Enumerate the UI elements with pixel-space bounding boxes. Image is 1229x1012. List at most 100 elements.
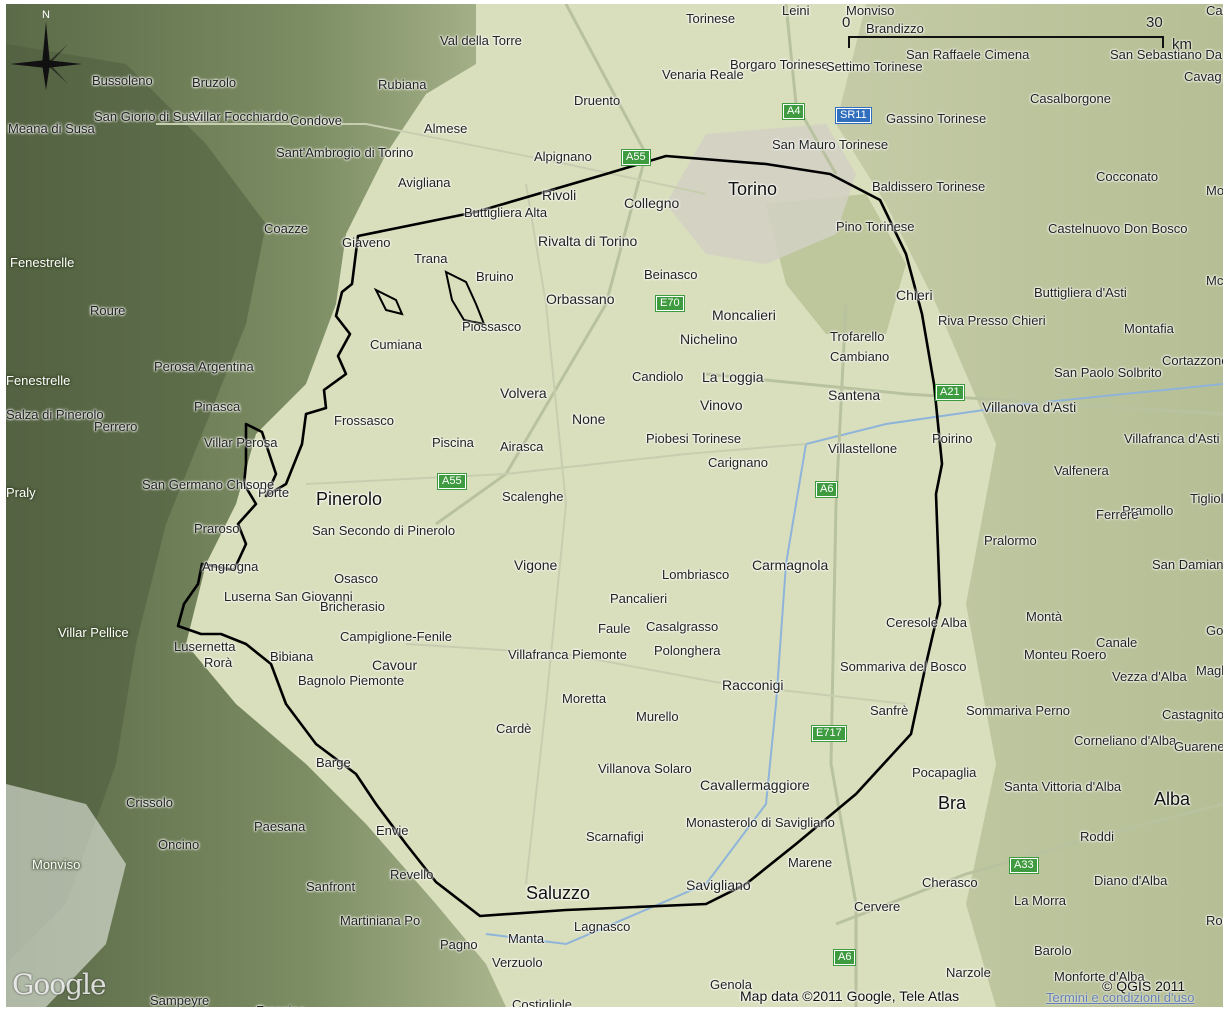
place-label: Pinasca	[194, 399, 241, 414]
road-local-3	[405, 643, 907, 705]
boundary-islet-1	[444, 270, 486, 326]
road-shield-e70: E70	[655, 295, 685, 312]
place-label: Pocapaglia	[912, 765, 977, 780]
place-label: Leini	[782, 4, 810, 18]
place-label: Verzuolo	[492, 955, 543, 970]
road-a33	[835, 802, 1223, 926]
place-label: Luserna San Giovanni	[224, 589, 353, 604]
place-label: Angrogna	[202, 559, 259, 574]
place-label: Porte	[258, 485, 290, 500]
place-label: San Secondo di Pinerolo	[312, 523, 456, 538]
road-shield-a6-south: A6	[832, 949, 857, 966]
place-label: Val della Torre	[440, 33, 522, 48]
place-label: Villar Pellice	[58, 625, 129, 640]
place-label: Barolo	[1034, 943, 1072, 958]
place-label: Settimo Torinese	[826, 59, 923, 74]
place-label: Frassino	[256, 1004, 306, 1008]
road-shield-sr11: SR11	[835, 107, 872, 124]
place-label: Gassino Torinese	[886, 111, 987, 126]
monviso-massif	[6, 784, 126, 1007]
place-label: Ferrere	[1096, 507, 1139, 522]
place-label: Sant'Ambrogio di Torino	[276, 145, 414, 160]
place-label: Martiniana Po	[340, 913, 421, 928]
river-po	[485, 383, 1223, 946]
google-logo: Google	[12, 968, 107, 1001]
place-label: Cervere	[854, 899, 901, 914]
place-label: La Morra	[1014, 893, 1067, 908]
place-label: Bussoleno	[92, 73, 153, 88]
map-attribution: Map data ©2011 Google, Tele Atlas	[740, 988, 960, 1004]
place-label: Baldissero Torinese	[872, 179, 986, 194]
place-label: Lagnasco	[574, 919, 631, 934]
place-label: Racconigi	[722, 677, 784, 693]
place-label: Castelnuovo Don Bosco	[1048, 221, 1188, 236]
place-label: Perrero	[94, 419, 138, 434]
place-label: Scalenghe	[502, 489, 564, 504]
place-label: Sampeyre	[150, 993, 210, 1008]
place-label: Monforte d'Alba	[1054, 969, 1145, 984]
place-label: Cambiano	[830, 349, 890, 364]
place-label: Vinovo	[700, 397, 743, 413]
place-label: Cumiana	[370, 337, 423, 352]
place-label: Druento	[574, 93, 621, 108]
place-label: Vezza d'Alba	[1112, 669, 1187, 684]
place-label: Trofarello	[830, 329, 885, 344]
place-label: La Loggia	[702, 369, 764, 385]
place-label: Meana di Susa	[8, 121, 95, 136]
place-label: Rubiana	[378, 77, 427, 92]
place-label: Cavag	[1184, 69, 1222, 84]
place-label: Poirino	[932, 431, 973, 446]
place-label: Cardè	[496, 721, 532, 736]
road-shield-e717: E717	[811, 725, 847, 742]
place-label: Cherasco	[922, 875, 978, 890]
place-label: Buttigliera Alta	[464, 205, 548, 220]
place-label: Airasca	[500, 439, 544, 454]
place-label: Rorà	[204, 655, 233, 670]
place-label: Castelnuovo Nigra	[1206, 4, 1223, 18]
place-label: Fenestrelle	[6, 373, 71, 388]
terms-link[interactable]: Termini e condizioni d'uso	[1046, 990, 1195, 1005]
place-label: Monasterolo di Savigliano	[686, 815, 835, 830]
place-label: Bruzolo	[192, 75, 237, 90]
map-view[interactable]: 0 30 km A4 SR11 A55 E70 A21 A55 A6 E717 …	[6, 4, 1223, 1007]
place-label: Candiolo	[632, 369, 684, 384]
place-label: Osasco	[334, 571, 379, 586]
place-label: Cocconato	[1096, 169, 1159, 184]
place-label: Rivoli	[542, 187, 577, 203]
road-shield-a55-north: A55	[621, 149, 651, 166]
place-label: Savigliano	[686, 877, 751, 893]
place-label: Piossasco	[462, 319, 522, 334]
scale-bar	[848, 36, 1164, 48]
place-label: Pinerolo	[316, 489, 383, 509]
place-label: Pancalieri	[610, 591, 668, 606]
place-label: Bruino	[476, 269, 514, 284]
place-label: Villar Perosa	[204, 435, 278, 450]
alps-shadow	[6, 44, 266, 964]
place-label: Villafranca Piemonte	[508, 647, 627, 662]
place-label: Riva Presso Chieri	[938, 313, 1046, 328]
place-label: Pagno	[440, 937, 478, 952]
road-shield-a55-south: A55	[437, 473, 467, 490]
place-label: Torinese	[686, 11, 736, 26]
place-label: Santa Vittoria d'Alba	[1004, 779, 1122, 794]
study-area-boundary	[176, 154, 944, 918]
place-label: Villar Focchiardo	[192, 109, 289, 124]
place-label: Murello	[636, 709, 679, 724]
place-label: San Germano Chisone	[142, 477, 275, 492]
place-label: Chieri	[896, 287, 933, 303]
place-label: Monteu Roero	[1024, 647, 1107, 662]
place-label: Vigone	[514, 557, 558, 573]
compass-n-label: N	[42, 9, 50, 21]
place-label: San Damiano d'Asti	[1152, 557, 1223, 572]
place-label: Bricherasio	[320, 599, 386, 614]
east-hills	[836, 4, 1223, 1007]
place-label: Piscina	[432, 435, 474, 450]
place-label: Roddi	[1080, 829, 1114, 844]
place-label: Villanova d'Asti	[982, 399, 1077, 415]
place-label: Corneliano d'Alba	[1074, 733, 1177, 748]
place-label: Praroso	[194, 521, 240, 536]
place-label: Saluzzo	[526, 883, 591, 903]
place-label: Giaveno	[342, 235, 391, 250]
place-label: Rode	[1206, 913, 1223, 928]
place-label: Almese	[424, 121, 468, 136]
